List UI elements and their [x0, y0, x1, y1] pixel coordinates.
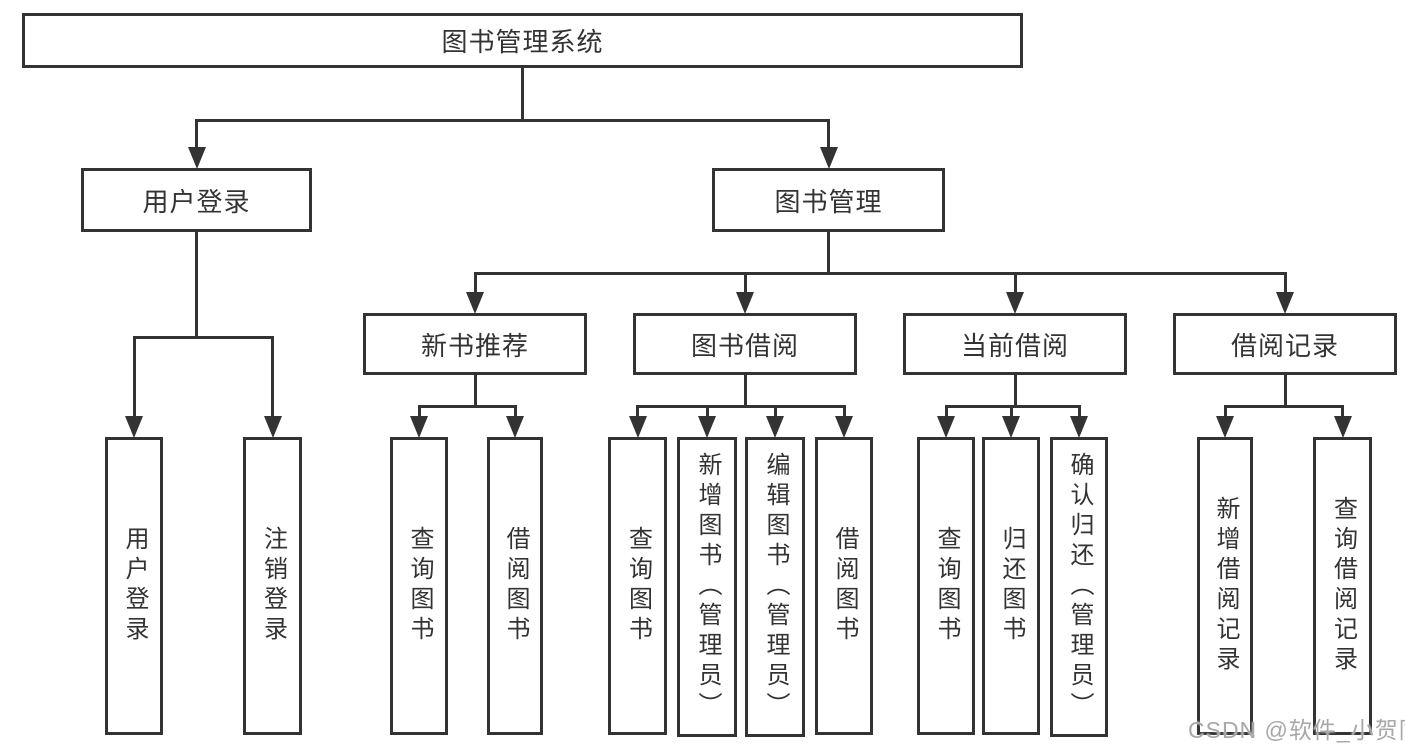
arrow-down-icon: [766, 416, 784, 438]
box-label-leaf-rec-query-books: 查询图书: [406, 526, 433, 646]
box-label-leaf-bb-borrow-books: 借阅图书: [831, 526, 858, 646]
connector-branch: [473, 272, 1287, 275]
box-leaf-bb-borrow-books: 借阅图书: [815, 437, 873, 735]
box-leaf-cb-return-books: 归还图书: [982, 437, 1040, 735]
connector-arrow-stem: [473, 272, 477, 295]
box-leaf-cb-query-books: 查询图书: [917, 437, 975, 735]
arrow-down-icon: [125, 416, 143, 438]
box-label-leaf-br-add-record: 新增借阅记录: [1212, 496, 1239, 676]
box-leaf-logout: 注销登录: [243, 437, 302, 735]
connector-arrow-stem: [636, 405, 639, 419]
box-library-system: 图书管理系统: [22, 13, 1023, 68]
box-label-leaf-bb-edit-books: 编辑图书（管理员）: [762, 452, 789, 722]
connector-stem: [1283, 375, 1287, 408]
connector-stem: [521, 68, 524, 122]
arrow-down-icon: [628, 416, 647, 438]
connector-arrow-stem: [1009, 405, 1013, 419]
arrow-down-icon: [506, 416, 524, 438]
box-label-book-management: 图书管理: [774, 186, 883, 217]
box-label-leaf-rec-borrow-books: 借阅图书: [502, 526, 529, 646]
arrow-down-icon: [187, 147, 206, 169]
connector-arrow-stem: [827, 119, 830, 150]
watermark: CSDN @软件_小贺同学: [1188, 717, 1405, 743]
arrow-down-icon: [937, 416, 955, 438]
box-label-user-login: 用户登录: [142, 186, 251, 217]
connector-branch: [195, 119, 830, 122]
arrow-down-icon: [1216, 416, 1234, 438]
box-borrowing-records: 借阅记录: [1173, 313, 1397, 375]
connector-stem: [827, 232, 830, 275]
connector-arrow-stem: [1223, 405, 1227, 419]
connector-branch: [417, 405, 517, 408]
connector-branch: [1223, 405, 1344, 408]
box-label-leaf-bb-query-books: 查询图书: [624, 526, 652, 646]
box-label-borrowing-records: 借阅记录: [1230, 330, 1339, 361]
box-leaf-br-query-record: 查询借阅记录: [1313, 437, 1372, 735]
arrow-down-icon: [1070, 416, 1088, 438]
box-label-leaf-user-login: 用户登录: [121, 526, 148, 646]
box-leaf-cb-confirm-return: 确认归还（管理员）: [1050, 437, 1108, 737]
arrow-down-icon: [698, 416, 716, 438]
connector-stem: [743, 375, 747, 408]
arrow-down-icon: [736, 292, 754, 314]
arrow-down-icon: [1276, 292, 1294, 314]
connector-arrow-stem: [1077, 405, 1081, 419]
box-leaf-user-login: 用户登录: [105, 437, 163, 735]
box-label-leaf-cb-return-books: 归还图书: [998, 526, 1025, 646]
connector-arrow-stem: [513, 405, 517, 419]
box-label-leaf-cb-query-books: 查询图书: [933, 526, 960, 646]
arrow-down-icon: [410, 416, 428, 438]
arrow-down-icon: [466, 292, 484, 314]
connector-arrow-stem: [1013, 272, 1017, 295]
connector-arrow-stem: [132, 336, 136, 419]
connector-branch: [132, 336, 274, 339]
arrow-down-icon: [263, 416, 282, 438]
connector-arrow-stem: [271, 336, 274, 419]
arrow-down-icon: [1006, 292, 1024, 314]
box-label-current-borrowing: 当前借阅: [960, 330, 1069, 361]
box-label-leaf-cb-confirm-return: 确认归还（管理员）: [1066, 452, 1093, 722]
connector-arrow-stem: [1283, 272, 1287, 295]
box-leaf-br-add-record: 新增借阅记录: [1197, 437, 1253, 735]
box-leaf-rec-query-books: 查询图书: [390, 437, 448, 735]
box-leaf-bb-query-books: 查询图书: [608, 437, 667, 735]
arrow-down-icon: [1333, 416, 1352, 438]
arrow-down-icon: [819, 147, 838, 169]
connector-arrow-stem: [417, 405, 421, 419]
box-label-leaf-bb-add-books: 新增图书（管理员）: [694, 452, 721, 722]
box-current-borrowing: 当前借阅: [903, 313, 1127, 375]
box-book-management: 图书管理: [712, 168, 945, 232]
connector-arrow-stem: [1341, 405, 1344, 419]
box-new-book-recommend: 新书推荐: [363, 313, 587, 375]
connector-stem: [195, 232, 198, 339]
arrow-down-icon: [835, 416, 853, 438]
connector-arrow-stem: [743, 272, 747, 295]
connector-stem: [473, 375, 477, 408]
box-label-book-borrowing: 图书借阅: [690, 330, 799, 361]
arrow-down-icon: [1002, 416, 1020, 438]
box-leaf-bb-edit-books: 编辑图书（管理员）: [745, 437, 805, 737]
connector-arrow-stem: [773, 405, 777, 419]
box-leaf-rec-borrow-books: 借阅图书: [487, 437, 543, 735]
box-label-leaf-logout: 注销登录: [259, 526, 287, 646]
connector-arrow-stem: [195, 119, 198, 150]
connector-stem: [1013, 375, 1017, 408]
connector-arrow-stem: [842, 405, 846, 419]
box-label-new-book-recommend: 新书推荐: [420, 330, 529, 361]
connector-branch: [636, 405, 846, 408]
connector-arrow-stem: [705, 405, 709, 419]
box-book-borrowing: 图书借阅: [633, 313, 857, 375]
connector-arrow-stem: [944, 405, 948, 419]
box-leaf-bb-add-books: 新增图书（管理员）: [677, 437, 737, 737]
box-label-library-system: 图书管理系统: [441, 27, 604, 57]
box-label-leaf-br-query-record: 查询借阅记录: [1329, 496, 1357, 676]
connector-branch: [944, 405, 1081, 408]
box-user-login: 用户登录: [81, 168, 312, 232]
